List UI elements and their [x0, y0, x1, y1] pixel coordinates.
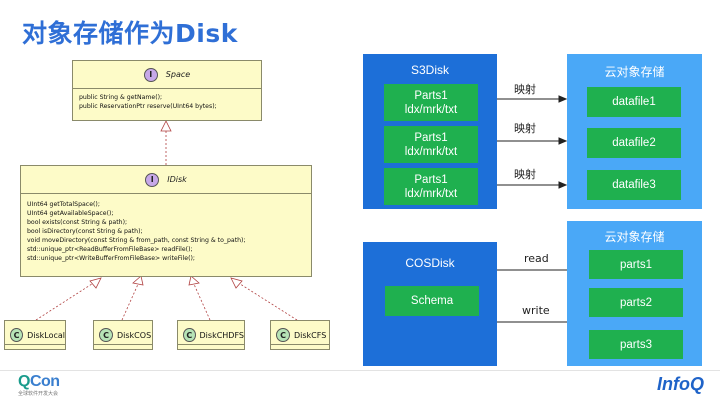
uml-method: UInt64 getAvailableSpace();: [27, 210, 114, 217]
datafile-box: datafile3: [587, 170, 681, 200]
cloud-storage-panel: 云对象存储 datafile1 datafile2 datafile3: [567, 54, 702, 209]
part-files: ldx/mrk/txt: [404, 103, 458, 116]
uml-method: std::unique_ptr<ReadBufferFromFileBase> …: [27, 246, 193, 253]
class-badge-icon: C: [276, 328, 290, 342]
mapping-label: 映射: [514, 122, 536, 135]
uml-class-name: DiskCFS: [294, 330, 327, 340]
class-badge-icon: C: [183, 328, 196, 342]
interface-badge-icon: I: [143, 67, 158, 82]
qcon-logo-q: Q: [18, 373, 30, 390]
uml-space-methods: public String & getName(); public Reserv…: [73, 89, 261, 115]
part-files: ldx/mrk/txt: [404, 187, 458, 200]
cloud-storage-title: 云对象存储: [604, 230, 665, 244]
cosdisk-title: COSDisk: [405, 256, 455, 270]
part-name: Parts1: [414, 131, 448, 144]
uml-method: bool isDirectory(const String & path);: [27, 228, 143, 235]
uml-space-name: Space: [165, 70, 191, 79]
uml-method: public ReservationPtr reserve(UInt64 byt…: [79, 103, 217, 110]
class-badge-icon: C: [10, 328, 24, 342]
class-badge-icon: C: [99, 328, 113, 342]
uml-method: UInt64 getTotalSpace();: [27, 201, 100, 208]
part-files: ldx/mrk/txt: [404, 145, 458, 158]
cloud-storage-title: 云对象存储: [604, 65, 665, 79]
s3disk-part: Parts1 ldx/mrk/txt: [384, 126, 478, 163]
uml-idisk-methods: UInt64 getTotalSpace(); UInt64 getAvaila…: [21, 194, 311, 267]
uml-class-disklocal: C DiskLocal: [4, 320, 66, 350]
interface-badge-icon: I: [145, 172, 160, 187]
datafile-box: datafile1: [587, 87, 681, 117]
uml-space-interface: I Space public String & getName(); publi…: [72, 60, 262, 121]
datafile-box: datafile2: [587, 128, 681, 158]
mapping-label: 映射: [514, 168, 536, 181]
parts-box: parts2: [589, 288, 683, 317]
part-name: Parts1: [414, 89, 448, 102]
part-name: Parts1: [414, 173, 448, 186]
write-label: write: [522, 304, 550, 317]
uml-method: std::unique_ptr<WriteBufferFromFileBase>…: [27, 255, 195, 262]
qcon-logo-rest: Con: [29, 373, 60, 390]
uml-idisk-header: I IDisk: [21, 166, 311, 194]
s3disk-part: Parts1 ldx/mrk/txt: [384, 84, 478, 121]
qcon-logo-text: QCon: [18, 373, 60, 391]
uml-class-diskcos: C DiskCOS: [93, 320, 153, 350]
cloud-storage-panel: 云对象存储 parts1 parts2 parts3: [567, 221, 702, 366]
uml-method: bool exists(const String & path);: [27, 219, 128, 226]
uml-method: void moveDirectory(const String & from_p…: [27, 237, 246, 244]
uml-idisk-name: IDisk: [167, 175, 187, 184]
uml-space-header: I Space: [73, 61, 261, 89]
qcon-logo: QCon 全球软件开发大会: [18, 373, 60, 397]
uml-idisk-interface: I IDisk UInt64 getTotalSpace(); UInt64 g…: [20, 165, 312, 277]
uml-class-diskcfs: C DiskCFS: [270, 320, 330, 350]
s3disk-part: Parts1 ldx/mrk/txt: [384, 168, 478, 205]
parts-box: parts3: [589, 330, 683, 359]
read-label: read: [524, 252, 549, 265]
slide-title: 对象存储作为Disk: [22, 19, 238, 48]
s3disk-title: S3Disk: [410, 63, 449, 77]
qcon-subtitle: 全球软件开发大会: [18, 391, 59, 397]
uml-class-name: DiskLocal: [27, 330, 65, 340]
s3disk-panel: S3Disk Parts1 ldx/mrk/txt Parts1 ldx/mrk…: [363, 54, 497, 209]
mapping-label: 映射: [514, 83, 536, 96]
uml-class-diskchdfs: C DiskCHDFS: [177, 320, 245, 350]
uml-method: public String & getName();: [79, 94, 163, 101]
infoq-logo: InfoQ: [657, 374, 704, 394]
uml-class-name: DiskCOS: [117, 330, 152, 340]
parts-box: parts1: [589, 250, 683, 279]
cosdisk-panel: COSDisk Schema: [363, 242, 497, 366]
schema-box: Schema: [385, 286, 479, 316]
footer-divider: [0, 370, 720, 371]
uml-class-name: DiskCHDFS: [199, 330, 244, 340]
